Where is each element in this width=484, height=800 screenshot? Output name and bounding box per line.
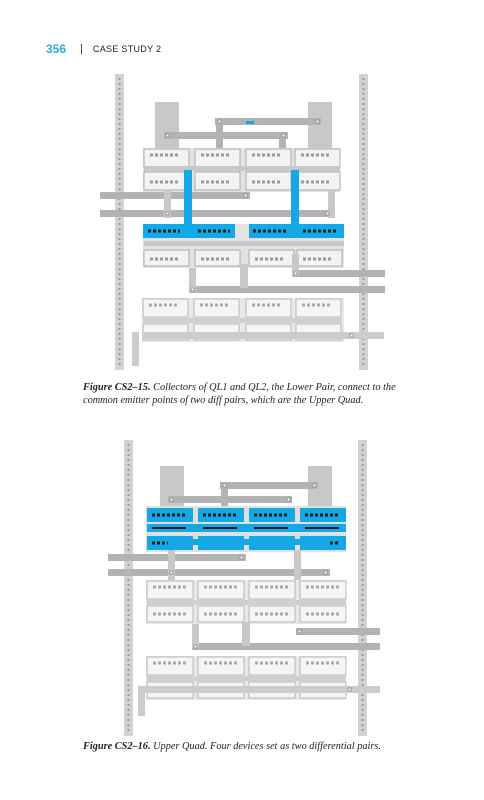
metal-trace (215, 118, 321, 125)
figure-label: Figure CS2–15. (83, 382, 151, 393)
left-rail (124, 440, 133, 736)
figure-cs2-15-layout (100, 74, 385, 370)
page-header: 356 | CASE STUDY 2 (46, 41, 161, 57)
page-number: 356 (46, 42, 67, 56)
metal-trace (292, 270, 385, 277)
section-title: CASE STUDY 2 (92, 44, 162, 54)
figure-cs2-16-layout (108, 440, 380, 736)
metal-trace (100, 192, 250, 199)
top-pad-right (308, 102, 332, 150)
metal-trace (168, 496, 292, 503)
metal-trace (100, 210, 332, 217)
lower-pair-devices (143, 224, 344, 268)
metal-trace (216, 118, 223, 150)
left-rail (115, 74, 124, 370)
metal-trace (220, 482, 318, 489)
top-pad-left (155, 102, 179, 150)
metal-trace (108, 569, 330, 576)
metal-trace (138, 686, 145, 716)
collector-link-ql2 (291, 170, 299, 228)
top-pad-left (160, 466, 184, 510)
metal-trace (189, 286, 385, 293)
metal-trace (192, 643, 380, 650)
metal-trace (144, 332, 384, 339)
figure-caption-text: Upper Quad. Four devices set as two diff… (153, 741, 381, 752)
right-rail (359, 74, 368, 370)
figure-caption-text: Collectors of QL1 and QL2, the Lower Pai… (83, 382, 396, 406)
right-rail (358, 440, 367, 736)
metal-trace (138, 686, 380, 693)
metal-trace (296, 628, 380, 635)
metal-trace (279, 132, 286, 152)
bottom-devices (146, 656, 347, 700)
metal-trace (221, 482, 228, 510)
metal-trace (132, 332, 139, 366)
figure-caption: Figure CS2–15. Collectors of QL1 and QL2… (83, 381, 413, 407)
figure-caption: Figure CS2–16. Upper Quad. Four devices … (83, 740, 423, 753)
upper-quad-devices (143, 148, 341, 192)
metal-trace (164, 132, 288, 139)
lower-pair-devices (146, 580, 347, 624)
upper-quad-devices (146, 506, 346, 552)
collector-link-ql1 (184, 170, 192, 228)
figure-label: Figure CS2–16. (83, 741, 151, 752)
header-separator: | (80, 43, 83, 55)
metal-trace (108, 554, 246, 561)
